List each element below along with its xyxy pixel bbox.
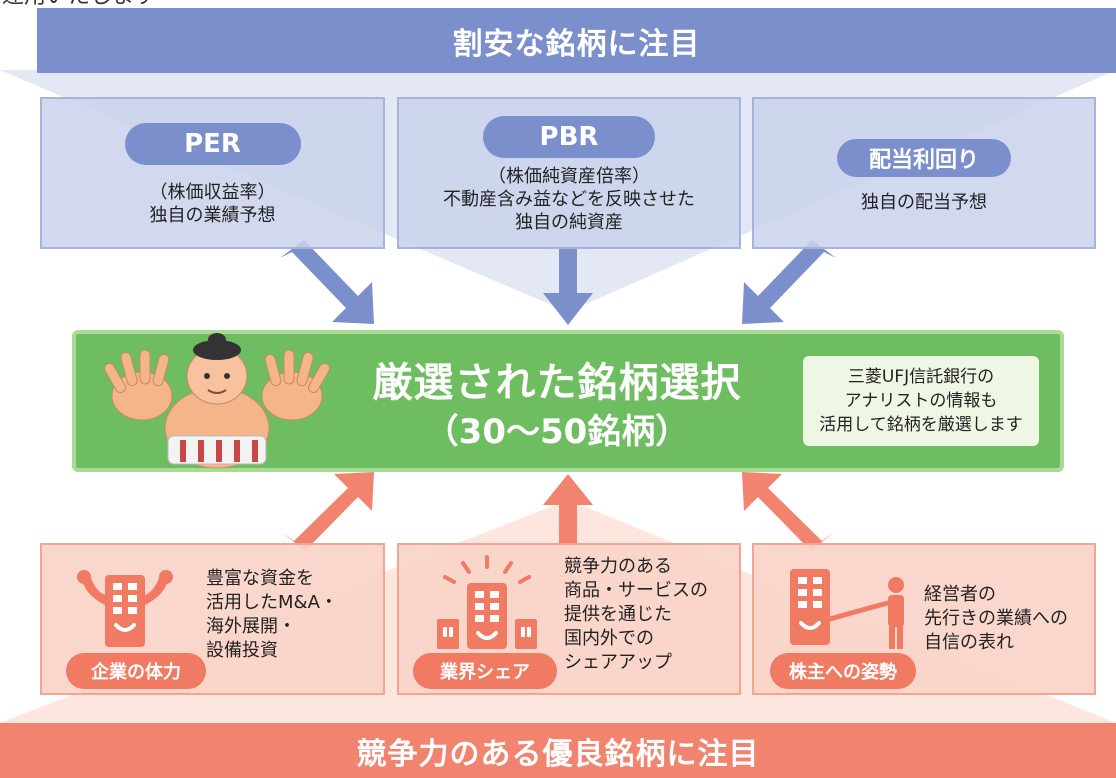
card-desc-line: 商品・サービスの: [564, 580, 708, 601]
main-subtitle: （30〜50銘柄）: [424, 412, 690, 452]
top-banner: 割安な銘柄に注目: [37, 8, 1116, 73]
card-desc-line: シェアアップ: [564, 652, 672, 673]
card-desc-line: 経営者の: [924, 584, 996, 605]
card-dividend: 配当利回り 独自の配当予想: [752, 97, 1096, 249]
bottom-banner-title: 競争力のある優良銘柄に注目: [356, 736, 760, 772]
card-pbr-desc-line: （株価純資産倍率）: [488, 166, 650, 187]
arrow-down-center-icon: [543, 248, 593, 325]
card-dividend-desc-line: 独自の配当予想: [861, 192, 987, 213]
card-market-share: 競争力のある 商品・サービスの 提供を通じた 国内外での シェアアップ 業界シェ…: [397, 543, 741, 695]
pill-corporate-strength: 企業の体力: [66, 653, 206, 689]
card-per: PER （株価収益率） 独自の業績予想: [40, 97, 385, 249]
top-banner-title: 割安な銘柄に注目: [452, 26, 701, 62]
card-pbr-desc-line: 不動産含み益などを反映させた: [443, 189, 695, 210]
pill-pbr: PBR: [483, 116, 655, 158]
card-shareholder-stance-desc: 経営者の 先行きの業績への 自信の表れ: [924, 583, 1068, 655]
card-per-desc-line: （株価収益率）: [149, 182, 276, 203]
arrow-up-right-icon: [742, 472, 834, 551]
card-corporate-strength-desc: 豊富な資金を 活用したM&A・ 海外展開・ 設備投資: [206, 567, 338, 663]
card-market-share-desc: 競争力のある 商品・サービスの 提供を通じた 国内外での シェアアップ: [564, 555, 708, 675]
card-desc-line: 海外展開・: [206, 616, 296, 637]
analyst-note-line: 活用して銘柄を厳選します: [819, 415, 1023, 435]
strong-building-icon: [77, 570, 173, 647]
card-desc-line: 豊富な資金を: [206, 568, 314, 589]
arrow-up-left-icon: [282, 472, 374, 551]
card-per-desc: （株価収益率） 独自の業績予想: [42, 181, 383, 227]
pill-dividend: 配当利回り: [837, 139, 1011, 177]
card-pbr-desc: （株価純資産倍率） 不動産含み益などを反映させた 独自の純資産: [399, 165, 739, 234]
shining-buildings-icon: [437, 555, 537, 649]
card-desc-line: 競争力のある: [564, 556, 672, 577]
arrow-down-right-icon: [742, 240, 836, 324]
pill-market-share: 業界シェア: [413, 653, 557, 689]
card-desc-line: 提供を通じた: [564, 604, 672, 625]
card-desc-line: 国内外での: [564, 628, 654, 649]
bottom-banner: 競争力のある優良銘柄に注目: [0, 723, 1116, 778]
card-shareholder-stance: 経営者の 先行きの業績への 自信の表れ 株主への姿勢: [752, 543, 1096, 695]
card-desc-line: 設備投資: [206, 640, 278, 661]
analyst-note: 三菱UFJ信託銀行の アナリストの情報も 活用して銘柄を厳選します: [803, 356, 1039, 446]
main-selection-box: 厳選された銘柄選択 （30〜50銘柄） 三菱UFJ信託銀行の アナリストの情報も…: [72, 330, 1064, 472]
card-pbr: PBR （株価純資産倍率） 不動産含み益などを反映させた 独自の純資産: [397, 97, 741, 249]
sumo-wrestler-icon: [104, 333, 330, 469]
pill-shareholder-stance: 株主への姿勢: [770, 653, 916, 689]
arrow-down-left-icon: [280, 240, 374, 324]
pill-per: PER: [124, 123, 301, 165]
building-with-person-icon: [790, 569, 904, 649]
analyst-note-line: 三菱UFJ信託銀行の: [847, 367, 995, 387]
card-desc-line: 先行きの業績への: [924, 608, 1068, 629]
card-pbr-desc-line: 独自の純資産: [515, 212, 623, 233]
card-desc-line: 自信の表れ: [924, 632, 1014, 653]
card-desc-line: 活用したM&A・: [206, 592, 338, 613]
main-title: 厳選された銘柄選択: [372, 360, 742, 406]
cropped-header-text: 運用いたします: [2, 0, 156, 8]
card-per-desc-line: 独自の業績予想: [149, 205, 276, 226]
card-dividend-desc: 独自の配当予想: [754, 191, 1094, 214]
analyst-note-line: アナリストの情報も: [844, 391, 998, 411]
card-corporate-strength: 豊富な資金を 活用したM&A・ 海外展開・ 設備投資 企業の体力: [40, 543, 385, 695]
arrow-up-center-icon: [543, 474, 593, 543]
